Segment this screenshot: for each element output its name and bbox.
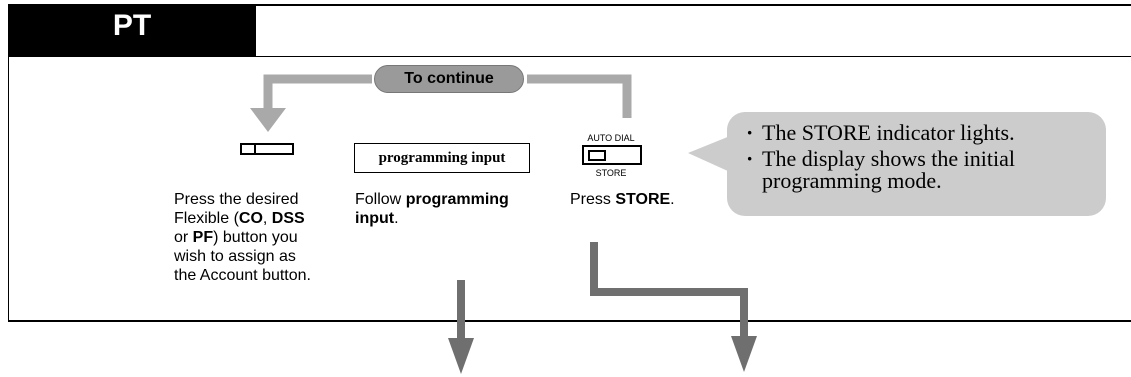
down-arrow-bent-line: [590, 242, 748, 338]
loop-line-left: [263, 74, 372, 112]
caption-bold-term: programming: [405, 191, 509, 208]
caption-line: Follow programming: [355, 190, 555, 209]
caption-bold-term: PF: [192, 229, 214, 246]
store-step-caption: Press STORE.: [570, 190, 730, 209]
header-rule: [8, 56, 1131, 57]
down-arrow-shaft-left: [457, 280, 465, 342]
caption-text: or: [174, 229, 193, 246]
caption-text: ) button you: [213, 229, 298, 246]
caption-text: .: [394, 210, 399, 227]
caption-line: or PF) button you: [174, 228, 374, 247]
caption-bold-term: STORE: [615, 191, 671, 208]
pt-procedure-frame: [8, 4, 1131, 322]
caption-line: Press STORE.: [570, 190, 730, 209]
caption-text: Follow: [355, 191, 406, 208]
caption-text: ,: [262, 210, 272, 227]
pt-tab: [8, 4, 256, 56]
programming-input-box: programming input: [354, 143, 530, 173]
note-item: The STORE indicator lights.: [744, 122, 1104, 145]
caption-text: Press: [570, 191, 616, 208]
caption-line: the Account button.: [174, 266, 374, 285]
pt-tab-label: PT: [112, 9, 152, 42]
callout-pointer: [688, 136, 730, 172]
caption-line: wish to assign as: [174, 247, 374, 266]
caption-bold-term: CO: [238, 210, 263, 227]
store-led-icon: [588, 150, 606, 161]
loop-arrow-head-icon: [250, 108, 286, 132]
caption-line: Press the desired: [174, 190, 374, 209]
caption-bold-term: DSS: [271, 210, 305, 227]
loop-line-right: [527, 74, 632, 118]
caption-text: Flexible (: [174, 210, 239, 227]
caption-text: wish to assign as: [174, 248, 296, 265]
store-label: STORE: [595, 168, 627, 178]
down-arrow-right-icon: [731, 336, 757, 372]
caption-text: the Account button.: [174, 267, 311, 284]
down-arrow-left-icon: [448, 338, 474, 374]
caption-line: input.: [355, 209, 555, 228]
flexible-button-led-icon: [240, 143, 256, 155]
note-list: The STORE indicator lights. The display …: [744, 122, 1104, 196]
store-button-icon: [582, 145, 642, 165]
to-continue-badge: To continue: [374, 65, 524, 93]
caption-text: Press the desired: [174, 191, 299, 208]
caption-text: .: [670, 191, 675, 208]
caption-bold-term: input: [355, 210, 395, 227]
auto-dial-label: AUTO DIAL: [587, 133, 635, 143]
note-item: The display shows the initial programmin…: [744, 148, 1104, 192]
caption-line: Flexible (CO, DSS: [174, 209, 374, 228]
